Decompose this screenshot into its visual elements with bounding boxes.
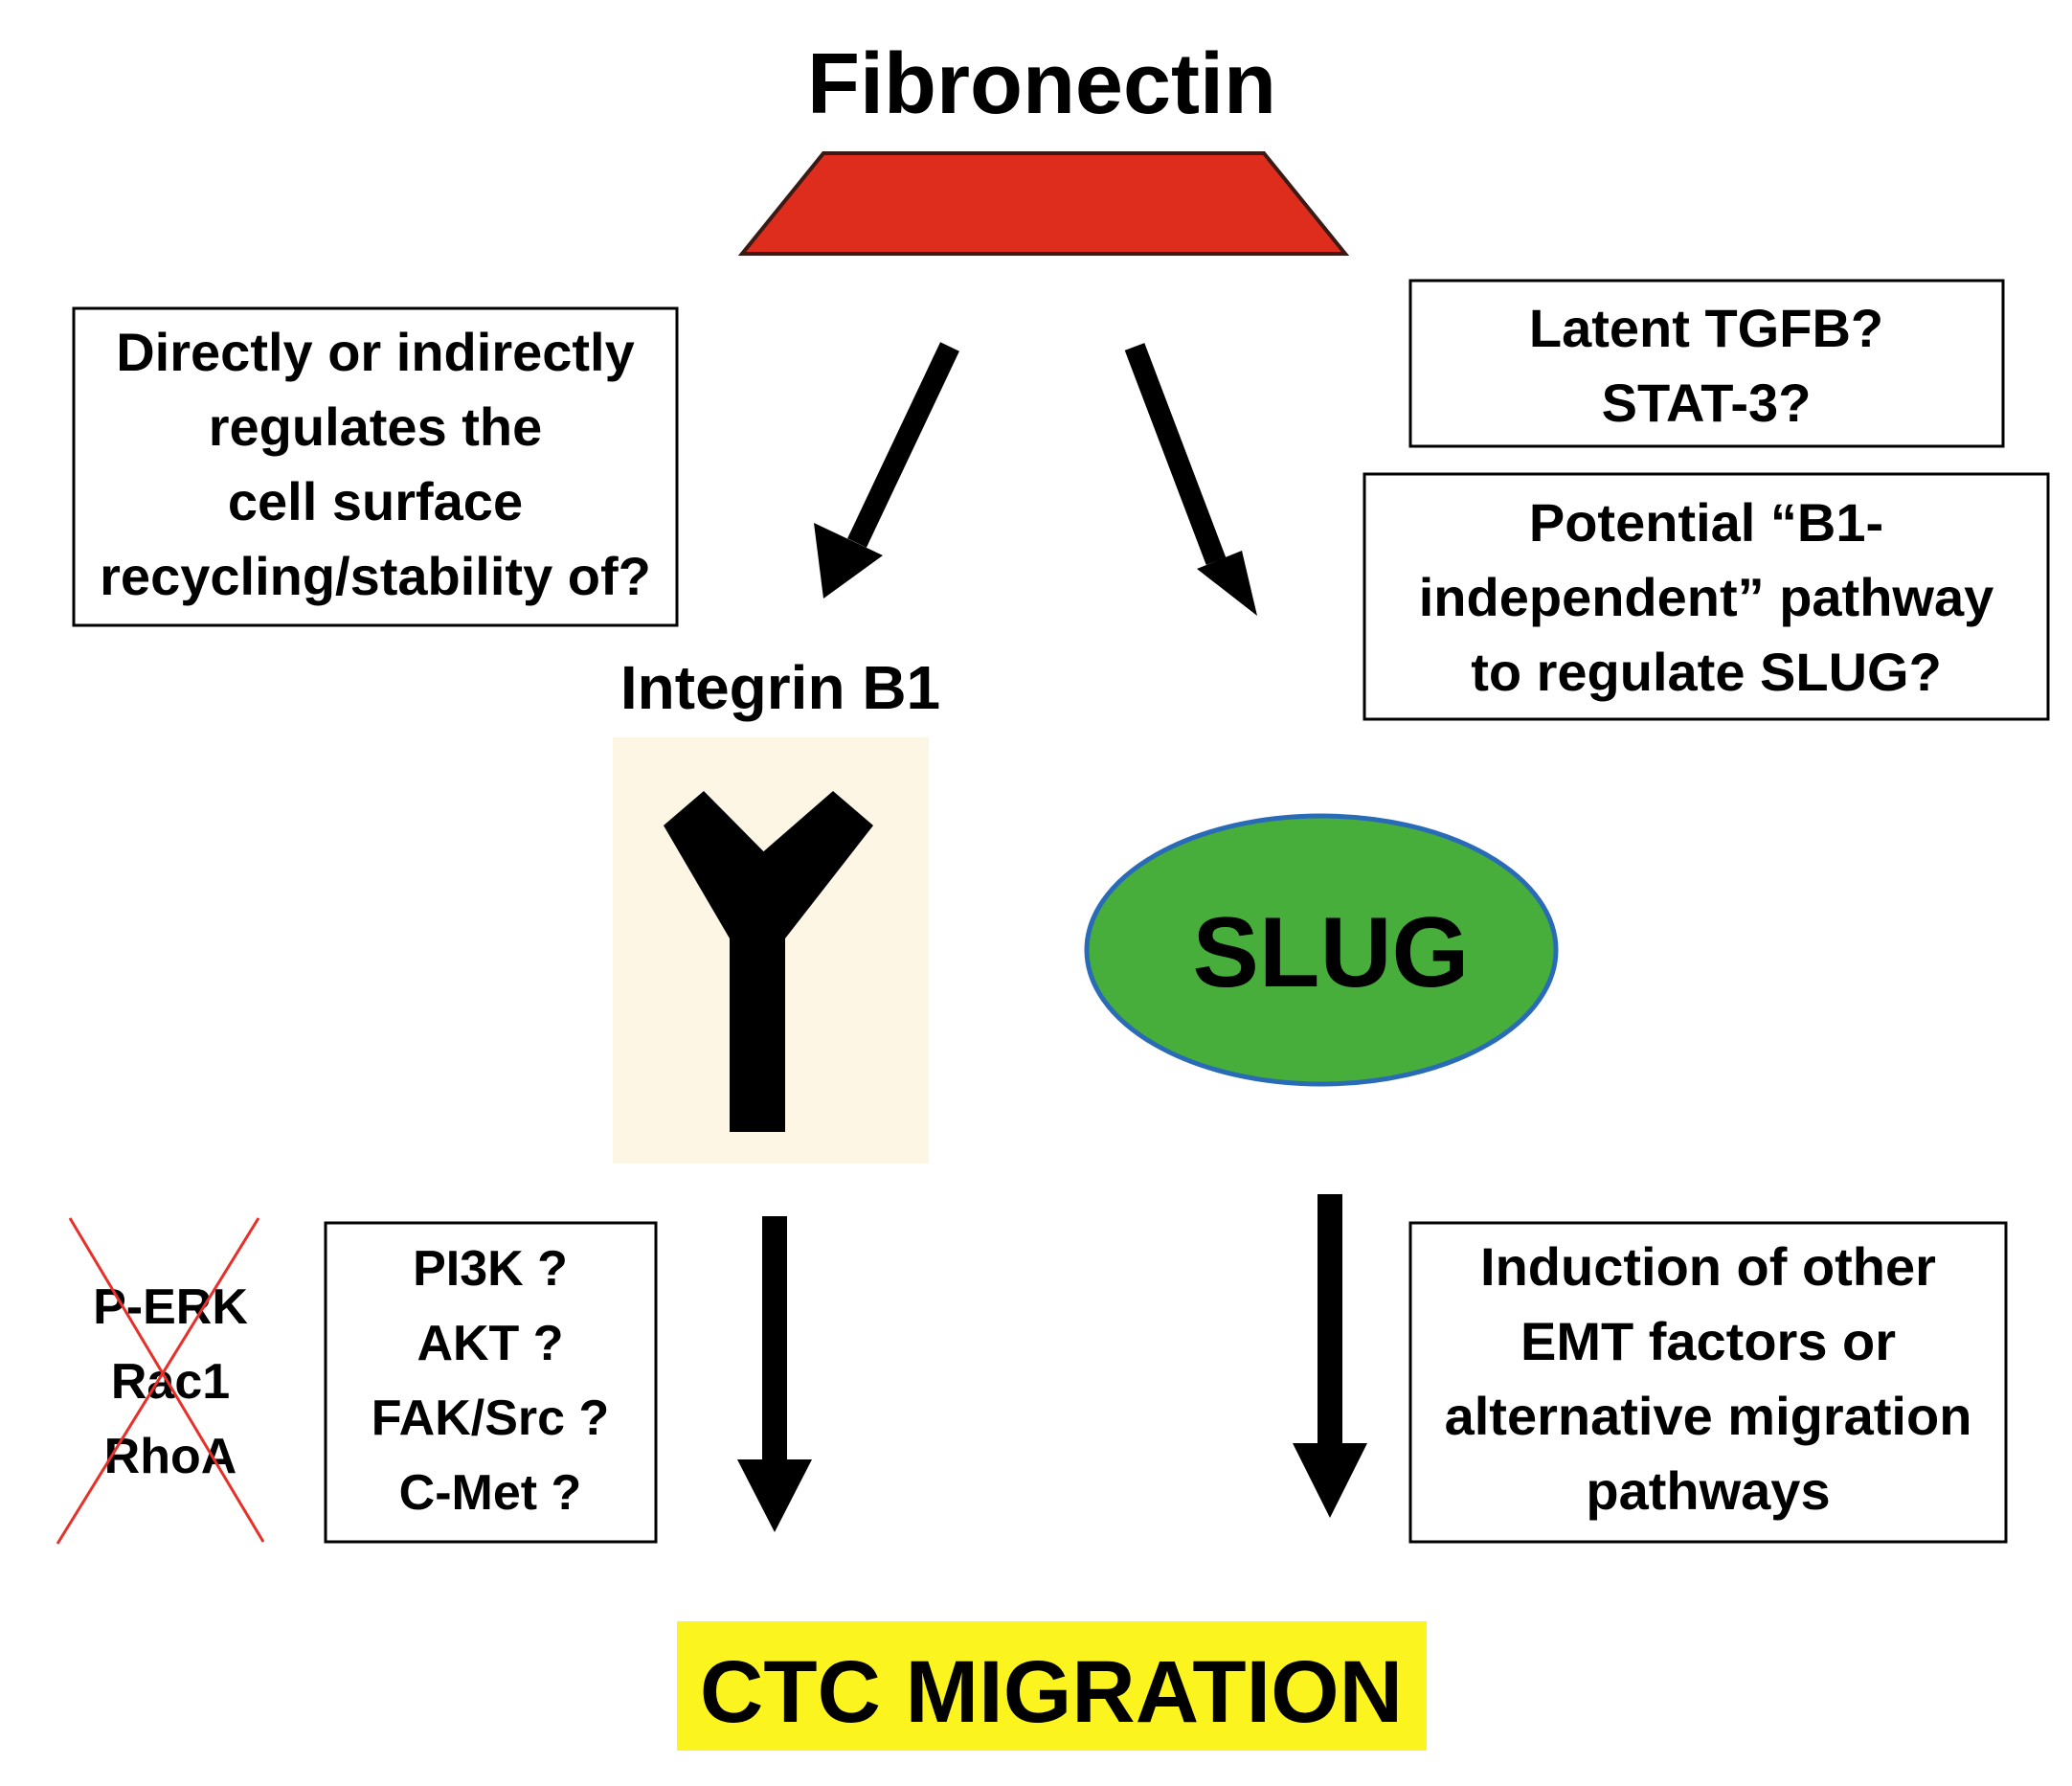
box-line: EMT factors or [1520, 1311, 1896, 1371]
fibronectin-shape [737, 151, 1350, 256]
arrow-integrin-to-migration [737, 1216, 812, 1532]
regulation-question-box: Directly or indirectly regulates the cel… [72, 306, 679, 627]
box-line: Induction of other [1480, 1236, 1936, 1297]
box-line: Potential “B1- [1529, 492, 1883, 553]
arrow-slug-to-migration [1293, 1194, 1367, 1518]
box-line: STAT-3? [1602, 373, 1812, 433]
excluded-pathways: P-ERK Rac1 RhoA [56, 1217, 265, 1545]
fibronectin-title: Fibronectin [807, 36, 1276, 132]
box-line: pathways [1586, 1460, 1830, 1521]
box-line: regulates the [209, 396, 543, 457]
pi3k-akt-box: PI3K ? AKT ? FAK/Src ? C-Met ? [324, 1221, 658, 1544]
cross-out-mark [56, 1217, 260, 1545]
box-line: to regulate SLUG? [1471, 642, 1942, 702]
ctc-migration-outcome: CTC MIGRATION [677, 1621, 1427, 1751]
slug-label: SLUG [1193, 897, 1470, 1008]
box-line: C-Met ? [399, 1465, 582, 1521]
tgfb-stat3-box: Latent TGFB? STAT-3? [1408, 279, 2005, 448]
box-line: AKT ? [417, 1316, 563, 1371]
box-line: FAK/Src ? [372, 1390, 610, 1446]
slug-node: SLUG [1084, 813, 1559, 1087]
box-line: alternative migration [1445, 1386, 1972, 1446]
ctc-migration-label: CTC MIGRATION [700, 1643, 1403, 1741]
box-line: PI3K ? [413, 1241, 568, 1297]
box-line: recycling/stability of? [100, 546, 651, 606]
emt-factors-box: Induction of other EMT factors or altern… [1408, 1221, 2008, 1544]
b1-independent-box: Potential “B1- independent” pathway to r… [1363, 472, 2050, 721]
box-line: independent” pathway [1419, 567, 1994, 627]
arrow-fibronectin-to-slug [1124, 343, 1257, 616]
box-line: cell surface [228, 471, 523, 531]
integrin-title: Integrin B1 [620, 653, 940, 722]
integrin-receptor-icon [613, 737, 929, 1164]
excluded-item: RhoA [104, 1429, 237, 1484]
box-line: Directly or indirectly [116, 322, 635, 382]
box-line: Latent TGFB? [1529, 298, 1883, 358]
arrow-fibronectin-to-integrin [814, 342, 959, 599]
cross-out-mark [68, 1217, 265, 1543]
excluded-item: P-ERK [93, 1279, 248, 1335]
